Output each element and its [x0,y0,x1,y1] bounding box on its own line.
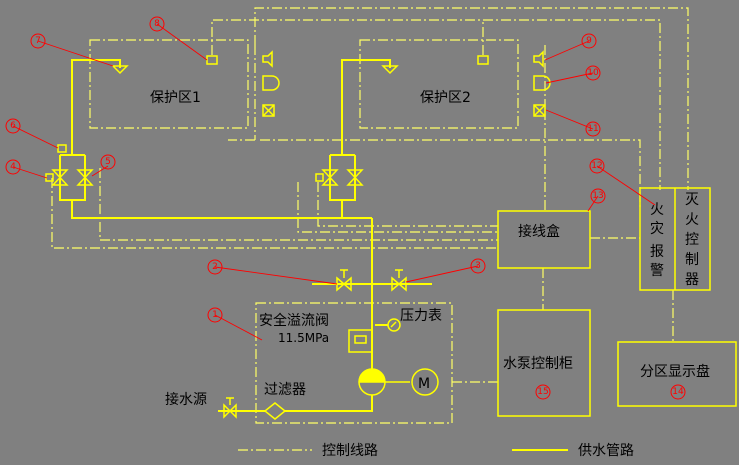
control-lines [51,7,689,451]
zone1-label: 保护区1 [150,90,201,106]
callout-circles [5,16,686,400]
pressure-gauge-label: 压力表 [400,308,442,324]
fire-alarm-char-3: 报 [650,244,664,260]
legend-supply-label: 供水管路 [578,443,634,459]
legend-control-label: 控制线路 [322,443,378,459]
zone2-label: 保护区2 [420,90,471,106]
callout-1: 1 [212,310,218,320]
fire-alarm-char-4: 警 [650,263,664,279]
callout-4: 4 [10,162,16,172]
display-panel-frame [617,341,737,407]
pump-cabinet-label: 水泵控制柜 [503,356,573,372]
junction-box-label: 接线盒 [518,223,560,240]
callout-11: 11 [587,124,598,134]
callout-12: 12 [591,161,602,171]
controller-char-4: 制 [685,252,699,268]
callout-numbers: 7 8 6 4 5 9 10 11 12 13 2 3 1 15 14 [10,19,684,397]
callout-14: 14 [672,387,684,397]
callout-7: 7 [35,36,41,46]
equipment [45,50,737,420]
motor-label: M [418,376,430,392]
callout-3: 3 [475,261,481,271]
controller-char-5: 器 [685,272,699,288]
filter-label: 过滤器 [264,382,306,398]
junction-box-frame [497,210,591,269]
callout-6: 6 [10,121,16,131]
zone-display-label: 分区显示盘 [640,363,710,380]
pressure-value-label: 11.5MPa [278,331,329,345]
safety-valve-label: 安全溢流阀 [259,312,329,329]
supply-pipes [59,59,568,451]
water-source-label: 接水源 [165,391,207,408]
callout-2: 2 [212,262,218,272]
callout-9: 9 [586,36,592,46]
callout-5: 5 [105,157,111,167]
controller-char-3: 控 [685,232,699,248]
callout-leaders [12,23,656,341]
callout-15: 15 [537,387,548,397]
controller-char-1: 灭 [685,192,699,208]
callout-8: 8 [154,19,160,29]
pump-cabinet-frame [497,309,591,417]
callout-10: 10 [587,68,599,78]
callout-13: 13 [592,191,603,201]
controller-char-2: 火 [685,212,699,228]
labels: 保护区1 保护区2 接线盒 火 灾 报 警 灭 火 控 制 器 安全溢流阀 11… [150,90,710,459]
fire-alarm-char-2: 灾 [650,220,664,237]
fire-alarm-char-1: 火 [650,202,664,218]
